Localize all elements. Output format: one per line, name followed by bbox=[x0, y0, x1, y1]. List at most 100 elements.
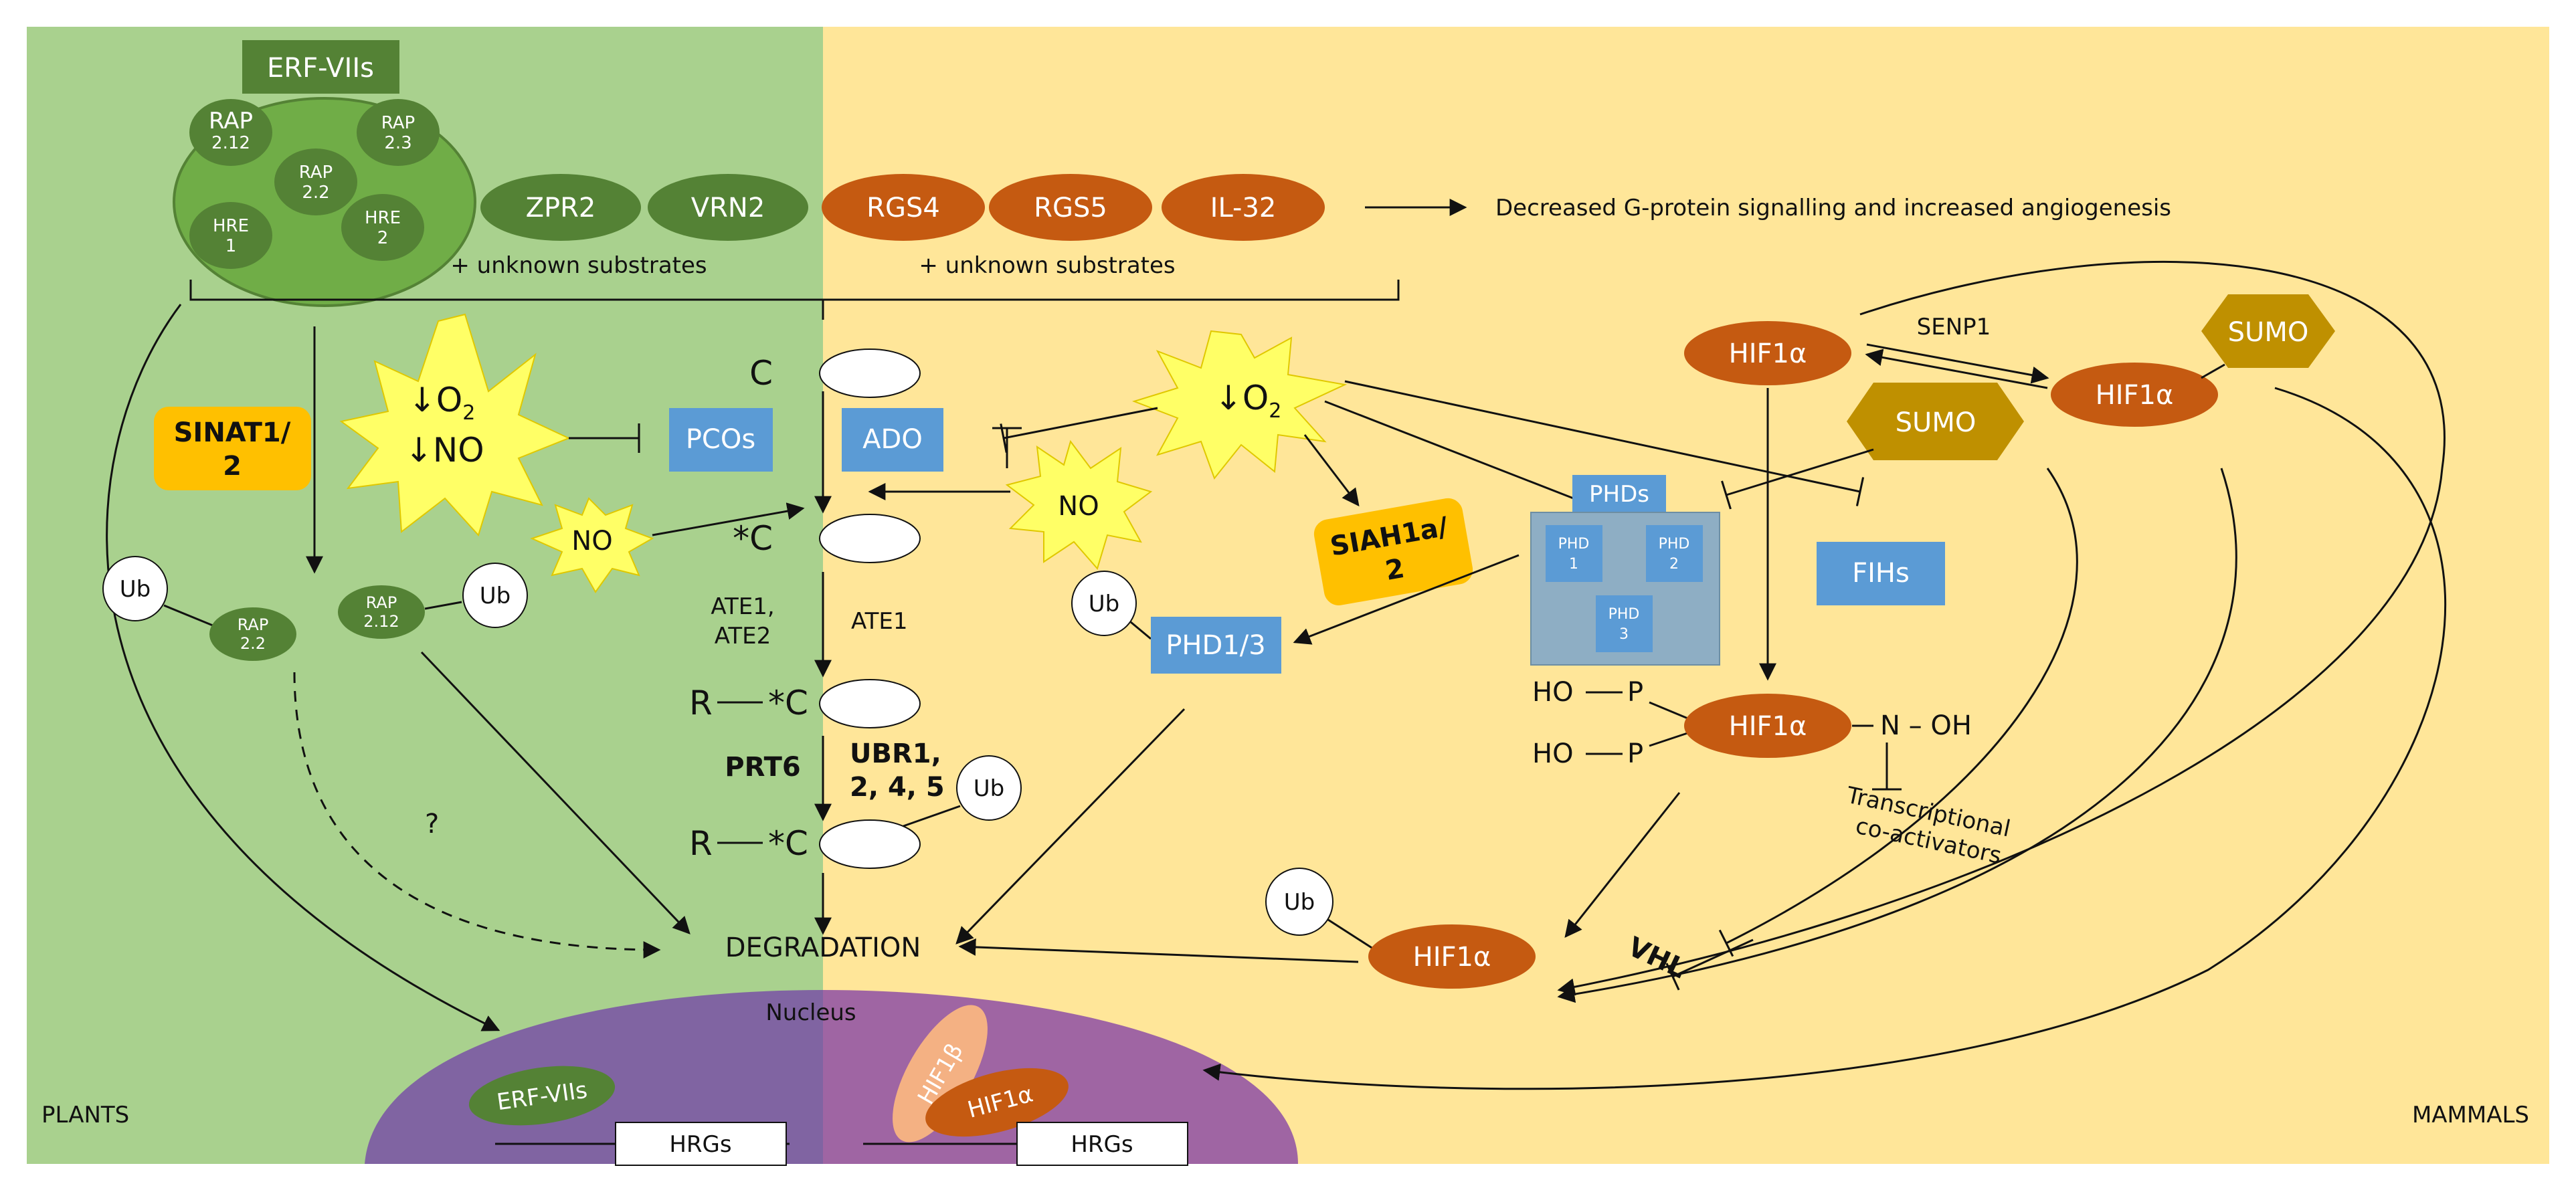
ub-label-rap212: Ub bbox=[480, 583, 511, 609]
svg-text:2.2: 2.2 bbox=[240, 634, 266, 653]
svg-text:2: 2 bbox=[223, 451, 242, 482]
rap23-label: RAP bbox=[381, 113, 415, 133]
svg-text:2.12: 2.12 bbox=[211, 133, 250, 153]
p-label-1: P bbox=[1627, 677, 1643, 708]
c-label: C bbox=[749, 354, 773, 393]
ate-plant-1: ATE1, bbox=[711, 593, 774, 620]
prt6-label: PRT6 bbox=[725, 752, 800, 783]
nucleus-label: Nucleus bbox=[765, 999, 856, 1026]
rgs5-label: RGS5 bbox=[1034, 193, 1107, 223]
rap212-label: RAP bbox=[209, 108, 253, 134]
mammals-label: MAMMALS bbox=[2412, 1102, 2529, 1128]
ub-circle-rap22 bbox=[102, 556, 168, 621]
sinat-label: SINAT1/ bbox=[174, 417, 291, 448]
ho-label-2: HO bbox=[1532, 738, 1574, 769]
svg-text:1: 1 bbox=[225, 236, 237, 256]
ado-label: ADO bbox=[862, 424, 923, 455]
erf-title-box bbox=[242, 40, 399, 94]
rap23-oval bbox=[357, 99, 440, 166]
unknown-substrates-plant: + unknown substrates bbox=[450, 252, 707, 279]
plants-label: PLANTS bbox=[41, 1102, 129, 1128]
phd1-box bbox=[1546, 525, 1602, 582]
hif1a-hydroxylated-oval bbox=[1684, 694, 1851, 758]
sumo-hex-2 bbox=[1847, 383, 2024, 460]
degradation-label: DEGRADATION bbox=[725, 932, 921, 963]
rap22-oval bbox=[274, 148, 357, 215]
sinat-box bbox=[154, 407, 311, 490]
senp1-label: SENP1 bbox=[1917, 314, 1991, 340]
svg-text:PHD: PHD bbox=[1608, 606, 1640, 623]
pcos-box bbox=[669, 408, 773, 472]
no-burst-plant-label: NO bbox=[571, 526, 612, 557]
ub-circle-phd bbox=[1071, 571, 1137, 636]
unknown-substrates-mammal: + unknown substrates bbox=[919, 252, 1175, 279]
ub-label-phd: Ub bbox=[1089, 591, 1119, 617]
r-label-2: R bbox=[689, 824, 713, 863]
hif1a-sumo-oval bbox=[2051, 363, 2218, 427]
ubr-label-1: UBR1, bbox=[850, 738, 941, 769]
zpr2-oval bbox=[480, 174, 641, 241]
ox-c-label-1: *C bbox=[733, 519, 773, 558]
hrgs-label-plant: HRGs bbox=[669, 1131, 731, 1158]
phd3-box bbox=[1596, 595, 1653, 652]
ox-c-label-3: *C bbox=[768, 824, 808, 863]
no-burst-plant bbox=[530, 497, 654, 593]
svg-text:2: 2 bbox=[377, 228, 389, 248]
ub-label-substrate: Ub bbox=[974, 775, 1004, 802]
sumo-label-1: SUMO bbox=[2228, 317, 2309, 348]
sumo-hex-1 bbox=[2201, 294, 2335, 368]
hre2-label: HRE bbox=[365, 208, 401, 228]
rgs4-oval bbox=[822, 174, 985, 241]
o2-no-burst-plant bbox=[339, 313, 571, 536]
hif1a-ub-label: HIF1α bbox=[1413, 942, 1491, 973]
ub-label-hif: Ub bbox=[1284, 889, 1315, 916]
rgs4-label: RGS4 bbox=[866, 193, 940, 223]
hif1a-sumo-label: HIF1α bbox=[2096, 380, 2174, 411]
hif1a-top-oval bbox=[1684, 321, 1851, 385]
question-mark: ? bbox=[425, 809, 439, 839]
ate-mammal: ATE1 bbox=[851, 608, 908, 635]
svg-text:PHD: PHD bbox=[1659, 536, 1690, 553]
phd2-box bbox=[1646, 525, 1703, 582]
outcome-text: Decreased G-protein signalling and incre… bbox=[1495, 195, 2171, 221]
erf-nucleus-oval bbox=[468, 1066, 616, 1126]
phds-title-box bbox=[1572, 475, 1666, 512]
hif1b-nucleus-oval bbox=[893, 1005, 988, 1143]
r-label-1: R bbox=[689, 684, 713, 722]
ho-label-1: HO bbox=[1532, 677, 1574, 708]
phd13-label: PHD1/3 bbox=[1166, 630, 1265, 661]
vrn2-label: VRN2 bbox=[691, 193, 765, 223]
substrate-oval-3 bbox=[819, 679, 921, 728]
p-label-2: P bbox=[1627, 738, 1643, 769]
svg-text:2.3: 2.3 bbox=[384, 133, 411, 153]
phd13-box bbox=[1151, 617, 1281, 674]
rgs5-oval bbox=[989, 174, 1152, 241]
n-oh-label: N – OH bbox=[1880, 710, 1972, 741]
rap22-ub-oval bbox=[209, 607, 296, 661]
phds-label: PHDs bbox=[1589, 481, 1649, 508]
o2-burst-mammal bbox=[1131, 330, 1348, 480]
hre2-oval bbox=[341, 194, 424, 261]
ubr-label-2: 2, 4, 5 bbox=[850, 772, 945, 803]
hrgs-label-mammal: HRGs bbox=[1071, 1131, 1133, 1158]
vrn2-oval bbox=[648, 174, 808, 241]
zpr2-label: ZPR2 bbox=[526, 193, 596, 223]
substrate-brace bbox=[189, 280, 1400, 320]
fihs-label: FIHs bbox=[1852, 558, 1910, 589]
hif1a-ub-oval bbox=[1368, 924, 1536, 989]
substrate-oval-1 bbox=[819, 349, 921, 398]
il32-label: IL-32 bbox=[1210, 193, 1277, 223]
svg-text:RAP: RAP bbox=[238, 615, 269, 634]
svg-text:2.12: 2.12 bbox=[363, 612, 399, 631]
rap212-ub-oval bbox=[338, 585, 425, 639]
hre1-oval bbox=[189, 202, 272, 269]
substrate-oval-2 bbox=[819, 514, 921, 563]
svg-text:RAP: RAP bbox=[366, 593, 397, 612]
svg-text:PHD: PHD bbox=[1558, 536, 1590, 553]
siah-box bbox=[1313, 498, 1473, 605]
no-burst-mammal-label: NO bbox=[1058, 491, 1099, 522]
fihs-box bbox=[1817, 542, 1945, 605]
sumo-label-2: SUMO bbox=[1896, 407, 1976, 438]
pcos-label: PCOs bbox=[686, 424, 755, 455]
